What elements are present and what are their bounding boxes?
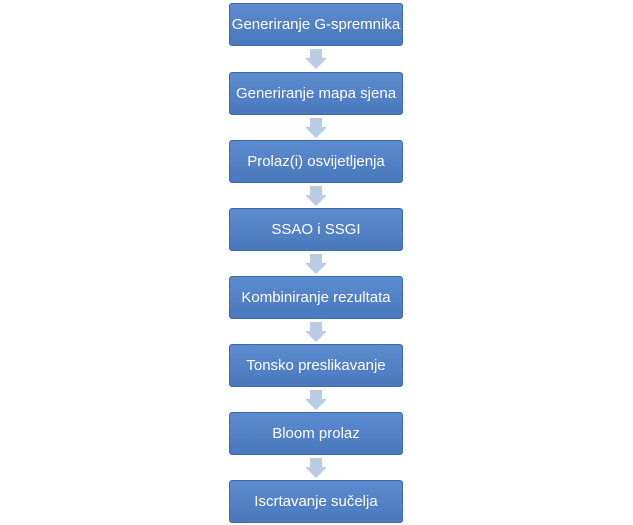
- step-bloom-pass: Bloom prolaz: [229, 412, 403, 455]
- down-arrow-icon: [305, 49, 327, 70]
- step-tone-mapping: Tonsko preslikavanje: [229, 344, 403, 387]
- down-arrow-icon: [305, 458, 327, 479]
- step-ui-rendering: Iscrtavanje sučelja: [229, 480, 403, 523]
- step-ssao-ssgi: SSAO i SSGI: [229, 208, 403, 251]
- step-gbuffer-generation: Generiranje G-spremnika: [229, 3, 403, 46]
- step-lighting-passes: Prolaz(i) osvijetljenja: [229, 140, 403, 183]
- down-arrow-icon: [305, 390, 327, 411]
- step-combine-results: Kombiniranje rezultata: [229, 276, 403, 319]
- down-arrow-icon: [305, 118, 327, 139]
- down-arrow-icon: [305, 322, 327, 343]
- down-arrow-icon: [305, 254, 327, 275]
- down-arrow-icon: [305, 186, 327, 207]
- step-shadow-map-generation: Generiranje mapa sjena: [229, 72, 403, 115]
